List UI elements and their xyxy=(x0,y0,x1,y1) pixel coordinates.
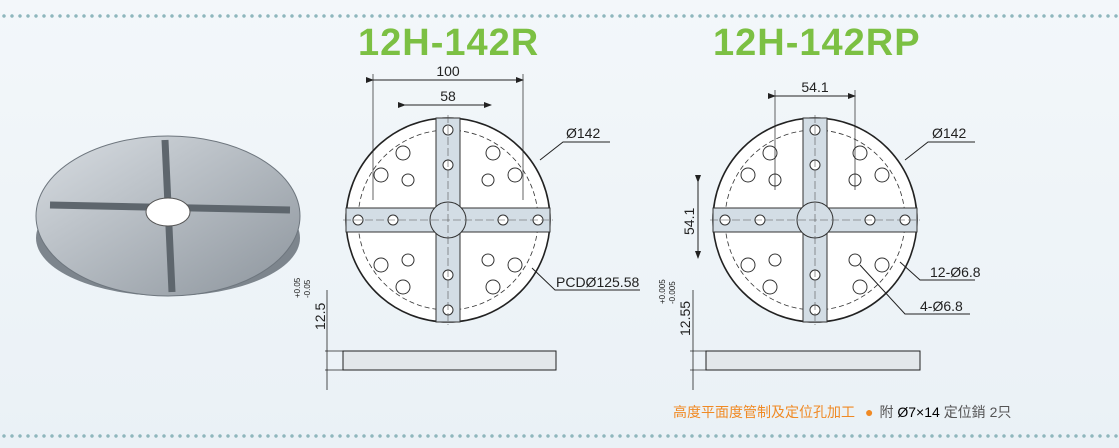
tol-plus-rp: +0.005 xyxy=(658,279,667,304)
bottom-dotted-divider xyxy=(0,434,1119,438)
product-photo xyxy=(35,135,301,297)
drawing-12h-142r: 100 58 Ø142 PCDØ125.58 12.5 +0.05 -0.05 xyxy=(293,63,640,390)
tol-minus-rp: -0.005 xyxy=(668,281,677,304)
dim-holes-4: 4-Ø6.8 xyxy=(920,298,963,314)
dim-holes-12: 12-Ø6.8 xyxy=(930,264,981,280)
dim-height-rp: 12.55 xyxy=(677,301,693,336)
dim-pcd: PCDØ125.58 xyxy=(556,274,639,290)
dim-width: 54.1 xyxy=(801,79,828,95)
dim-diameter: Ø142 xyxy=(566,125,600,141)
dim-width-inner: 58 xyxy=(440,88,456,104)
dim-diameter-rp: Ø142 xyxy=(932,125,966,141)
feature-note: 高度平面度管制及定位孔加工 ● 附 Ø7×14 定位銷 2只 xyxy=(673,402,1011,422)
model-title-rp: 12H-142RP xyxy=(713,22,921,64)
bullet-icon: ● xyxy=(865,404,874,420)
model-title-r: 12H-142R xyxy=(358,22,540,64)
dim-vertical: 54.1 xyxy=(681,208,697,235)
accessory-prefix: 附 xyxy=(879,404,894,420)
feature-text: 高度平面度管制及定位孔加工 xyxy=(673,404,855,420)
top-dotted-divider xyxy=(0,14,1119,18)
pin-spec: Ø7×14 xyxy=(897,404,940,420)
dim-height: 12.5 xyxy=(312,303,328,330)
tol-minus: -0.05 xyxy=(303,279,312,298)
tol-plus: +0.05 xyxy=(293,277,302,298)
drawing-12h-142rp: 54.1 54.1 Ø142 12-Ø6.8 4-Ø6.8 12.55 +0.0… xyxy=(658,79,981,390)
dim-width-outer: 100 xyxy=(436,63,460,79)
pin-suffix: 定位銷 2只 xyxy=(943,404,1012,420)
